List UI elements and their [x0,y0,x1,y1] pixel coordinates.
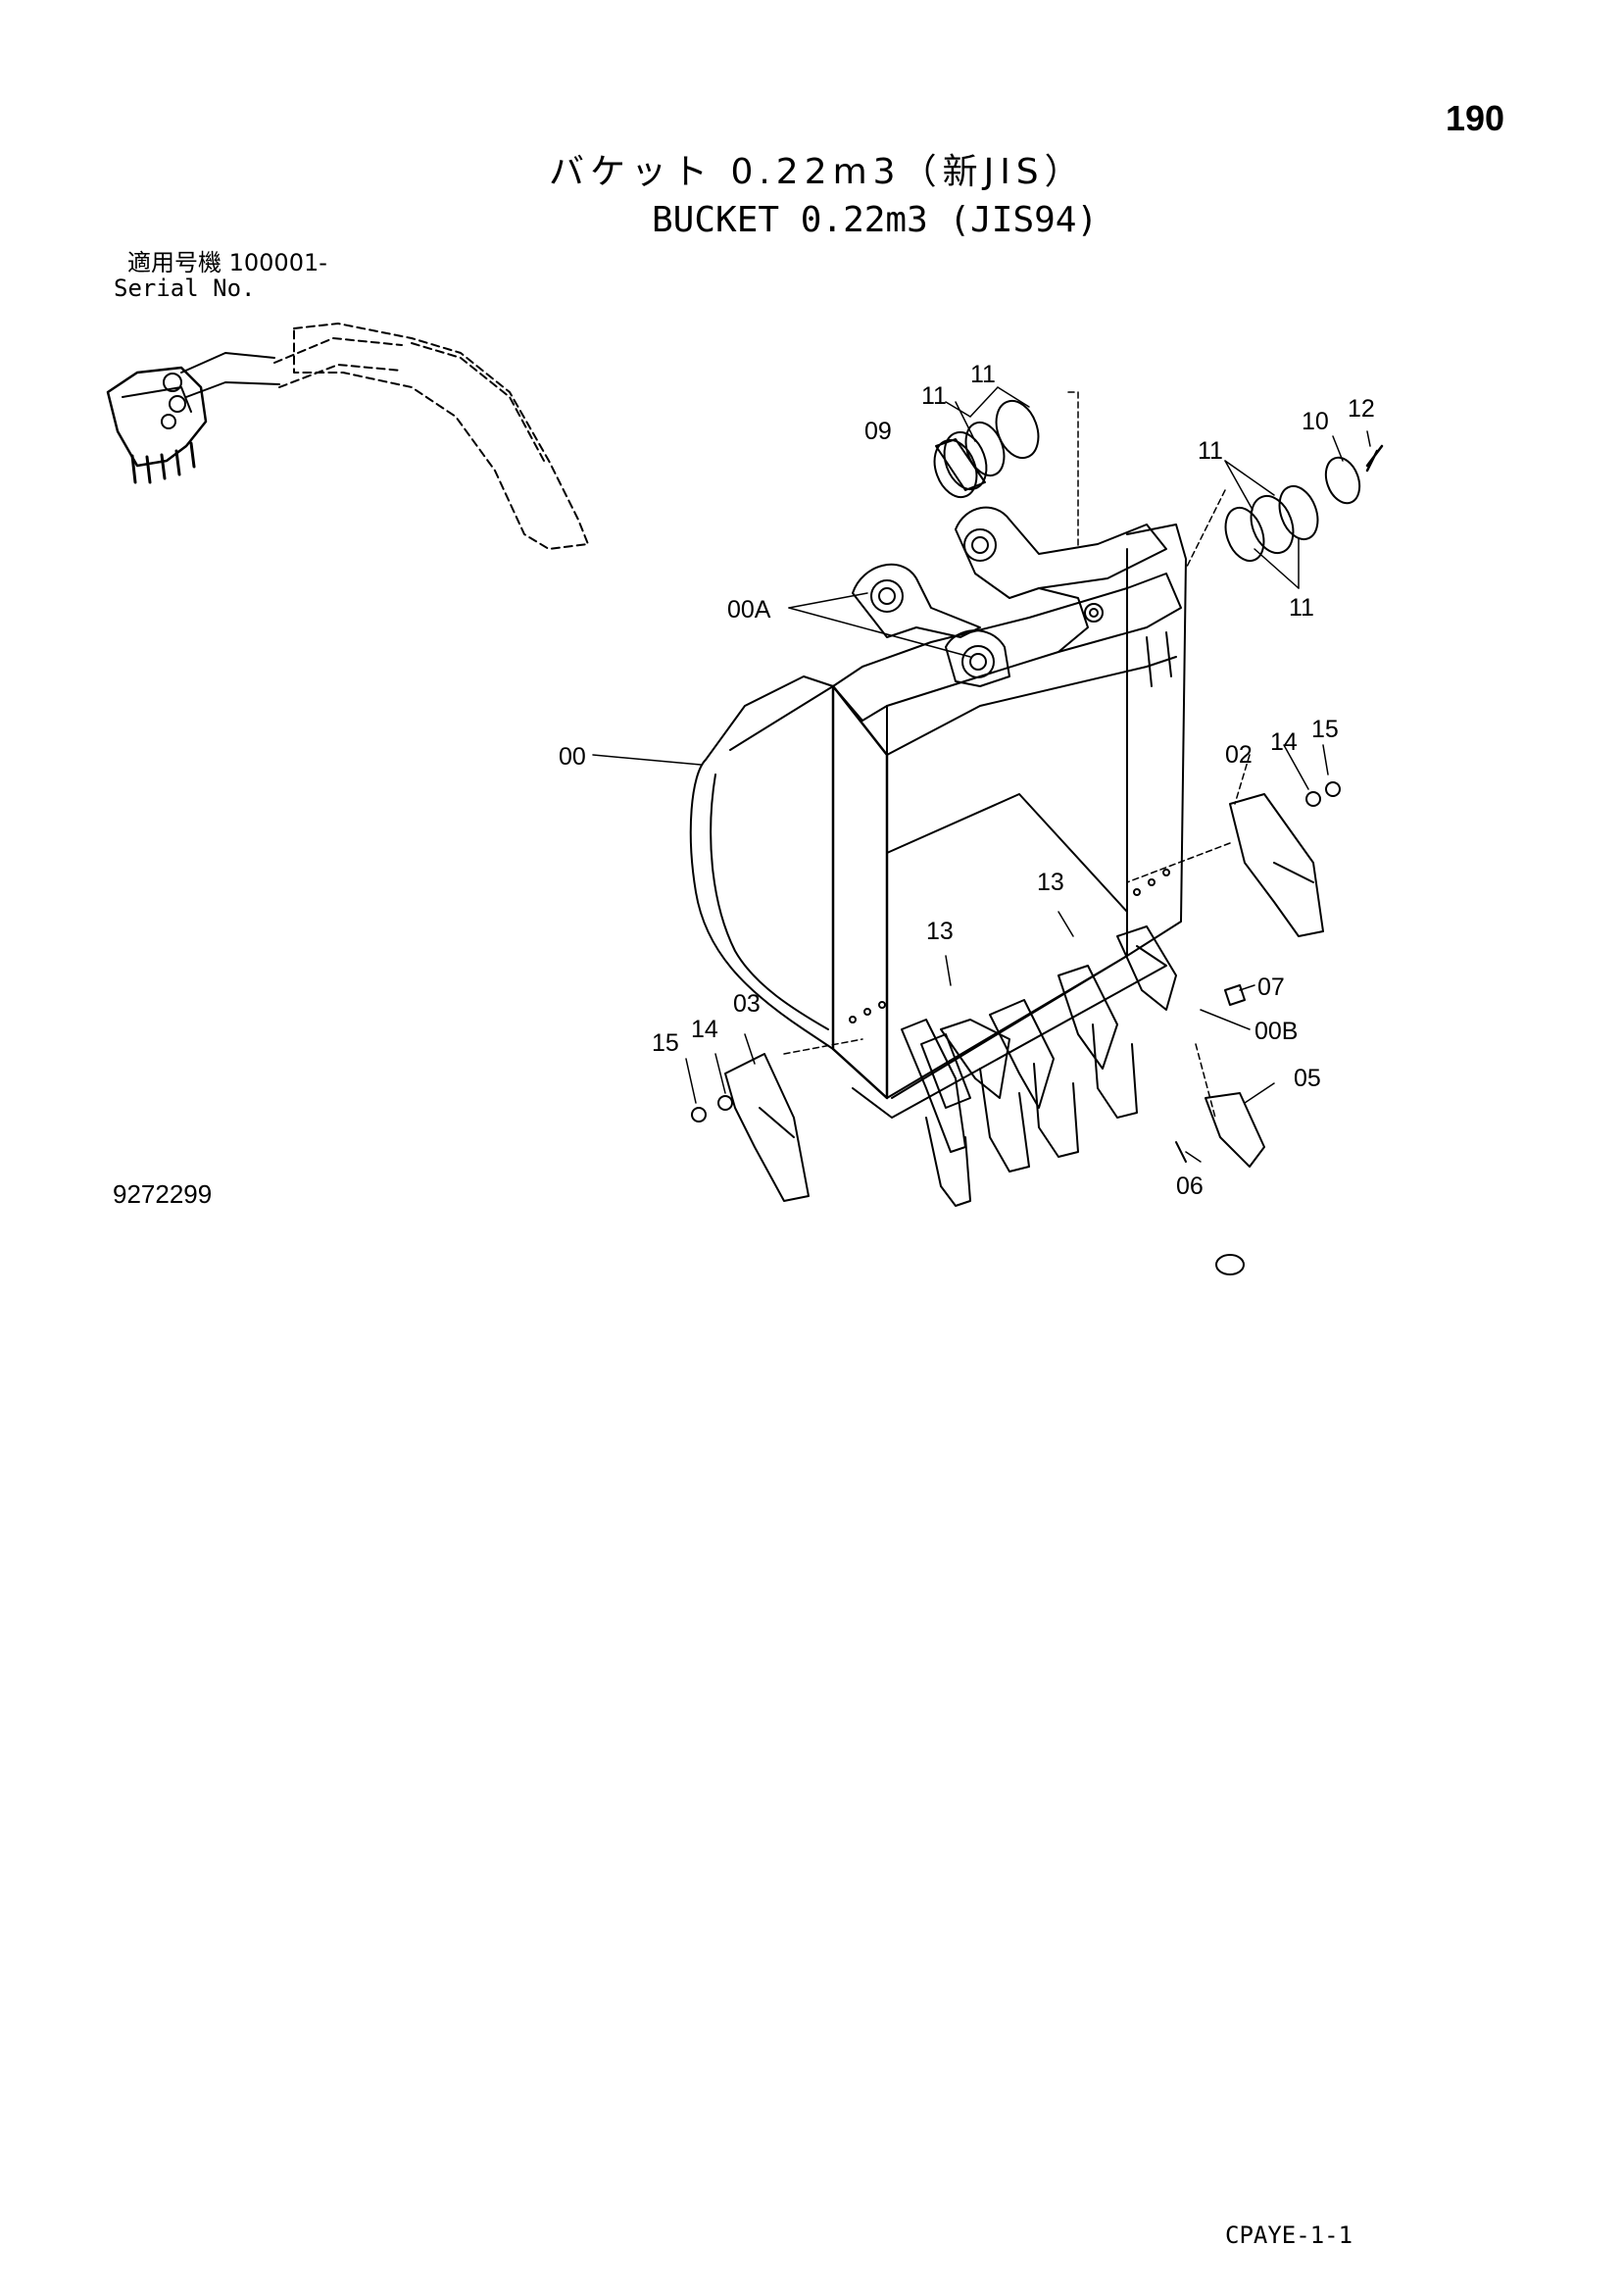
page-title-japanese: バケット 0.22m3（新JIS） [549,152,1086,192]
callout-13: 13 [1037,869,1064,896]
callout-12: 12 [1348,395,1375,423]
callout-labels: 11 11 09 10 12 11 11 00A 00 02 14 15 13 … [559,361,1375,1200]
serial-label-english: Serial No. [114,275,256,302]
leader-lines [592,386,1371,1163]
callout-15: 15 [652,1029,679,1057]
callout-00B: 00B [1254,1018,1298,1045]
bucket-body [689,506,1187,1119]
callout-11: 11 [970,361,996,388]
callout-14: 14 [691,1016,718,1043]
bucket-teeth [901,925,1177,1207]
callout-13: 13 [926,918,954,945]
excavator-arm-thumbnail [106,323,589,550]
callout-15: 15 [1311,716,1339,743]
callout-00: 00 [559,743,586,771]
callout-07: 07 [1257,973,1285,1001]
page-number: 190 [1446,98,1505,138]
callout-11: 11 [921,382,947,410]
callout-11: 11 [1198,437,1223,465]
callout-11: 11 [1289,594,1314,622]
callout-06: 06 [1176,1173,1204,1200]
serial-label-japanese: 適用号機 100001- [127,249,327,276]
document-code: CPAYE-1-1 [1225,2221,1353,2249]
figure-code: 9272299 [113,1179,213,1209]
callout-14: 14 [1270,728,1298,756]
callout-03: 03 [733,990,761,1018]
page-title-english: BUCKET 0.22m3 (JIS94) [652,200,1099,240]
callout-09: 09 [864,418,892,445]
callout-10: 10 [1302,408,1329,435]
callout-00A: 00A [727,596,771,624]
callout-02: 02 [1225,741,1253,769]
bushings [933,399,1384,1275]
side-cutters [691,781,1341,1202]
callout-05: 05 [1294,1065,1321,1092]
